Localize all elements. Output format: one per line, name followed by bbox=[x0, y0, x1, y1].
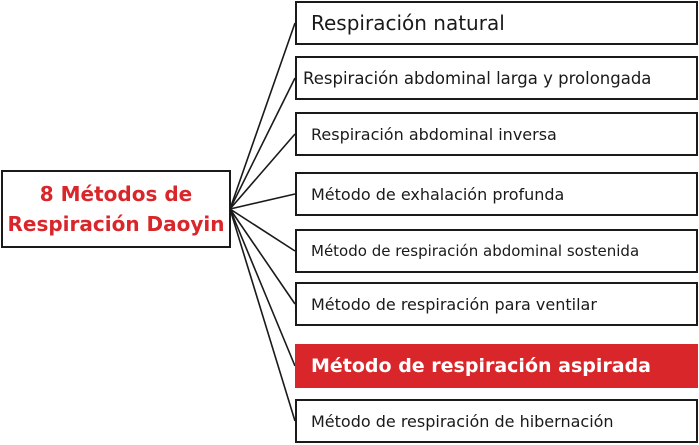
connector-line-3 bbox=[229, 193, 296, 210]
connector-line-4 bbox=[229, 208, 296, 252]
method-node-ventilar: Método de respiración para ventilar bbox=[295, 282, 698, 326]
method-node-abdominal-inversa: Respiración abdominal inversa bbox=[295, 112, 698, 156]
method-node-exhalacion-profunda: Método de exhalación profunda bbox=[295, 172, 698, 216]
connector-line-6 bbox=[229, 208, 296, 367]
method-label: Respiración abdominal inversa bbox=[311, 124, 557, 144]
method-label: Respiración abdominal larga y prolongada bbox=[303, 68, 652, 88]
method-node-abdominal-sostenida: Método de respiración abdominal sostenid… bbox=[295, 229, 698, 273]
connector-line-0 bbox=[229, 22, 296, 210]
root-title-line-1: 8 Métodos de bbox=[39, 182, 193, 206]
method-label: Método de respiración abdominal sostenid… bbox=[311, 242, 640, 260]
method-label: Método de respiración para ventilar bbox=[311, 294, 597, 314]
connector-line-5 bbox=[229, 208, 296, 305]
connector-line-7 bbox=[229, 208, 296, 422]
method-label: Método de respiración de hibernación bbox=[311, 411, 614, 431]
root-node: 8 Métodos de Respiración Daoyin bbox=[1, 170, 231, 248]
method-node-abdominal-larga: Respiración abdominal larga y prolongada bbox=[295, 56, 698, 100]
method-node-aspirada: Método de respiración aspirada bbox=[295, 344, 698, 388]
method-label: Respiración natural bbox=[311, 11, 505, 35]
method-label: Método de exhalación profunda bbox=[311, 184, 565, 204]
root-title-line-2: Respiración Daoyin bbox=[7, 212, 225, 236]
method-node-hibernacion: Método de respiración de hibernación bbox=[295, 399, 698, 443]
method-node-natural: Respiración natural bbox=[295, 1, 698, 45]
connector-line-2 bbox=[229, 133, 296, 210]
method-label: Método de respiración aspirada bbox=[311, 355, 651, 377]
connector-line-1 bbox=[229, 77, 296, 210]
